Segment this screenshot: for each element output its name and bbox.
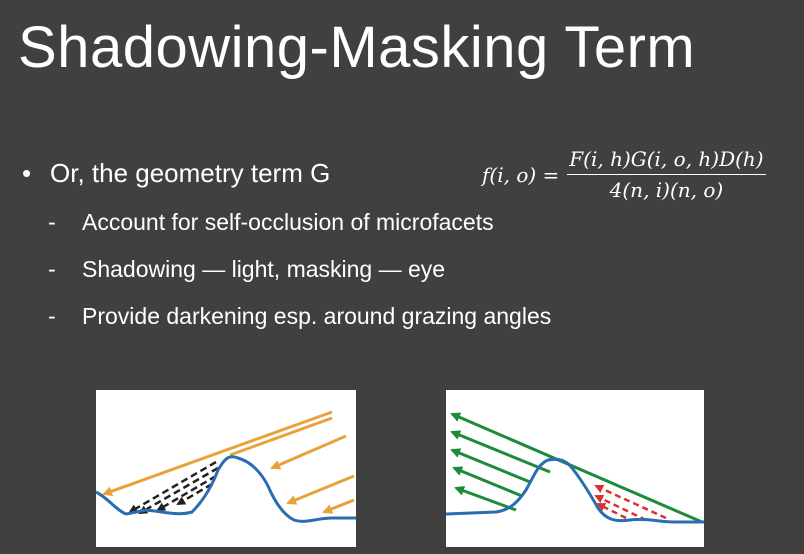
formula-denominator: 4(n, i)(n, o): [609, 178, 724, 202]
view-ray: [452, 466, 523, 498]
formula-numerator: F(i, h)G(i, o, h)D(h): [567, 147, 766, 175]
view-ray: [450, 430, 551, 474]
microfacet-surface: [96, 455, 356, 523]
sub-item-shadowing-masking: -Shadowing — light, masking — eye: [48, 256, 445, 283]
sub-item-text: Provide darkening esp. around grazing an…: [82, 303, 552, 329]
light-ray: [286, 474, 355, 505]
microfacet-surface: [446, 457, 704, 524]
shadowed-ray: [128, 460, 217, 514]
sub-marker: -: [48, 209, 56, 235]
brdf-formula: f(i, o) = F(i, h)G(i, o, h)D(h) 4(n, i)(…: [482, 147, 766, 202]
bullet-text: Or, the geometry term G: [50, 158, 331, 188]
sub-item-text: Account for self-occlusion of microfacet…: [82, 209, 494, 235]
view-ray: [454, 486, 517, 512]
formula-fraction: F(i, h)G(i, o, h)D(h) 4(n, i)(n, o): [567, 147, 766, 202]
shadowed-ray: [156, 474, 217, 512]
light-ray: [229, 416, 333, 457]
masking-diagram-svg: [446, 412, 704, 524]
slide-title: Shadowing-Masking Term: [18, 15, 696, 80]
sub-marker: -: [48, 256, 56, 282]
sub-item-text: Shadowing — light, masking — eye: [82, 256, 446, 282]
view-ray: [450, 448, 531, 484]
sub-item-self-occlusion: -Account for self-occlusion of microface…: [48, 209, 494, 236]
shadowed-ray: [176, 482, 213, 506]
shadowing-diagram: [96, 390, 356, 547]
light-ray: [270, 434, 347, 470]
bullet-geometry-term: • Or, the geometry term G: [22, 158, 330, 189]
masked-ray: [596, 502, 627, 520]
bullet-marker: •: [22, 158, 32, 188]
masked-ray: [594, 484, 667, 520]
light-ray: [102, 410, 333, 496]
shadowed-ray: [138, 466, 219, 515]
formula-lhs: f(i, o) =: [482, 162, 560, 187]
view-ray: [450, 412, 703, 524]
light-ray: [322, 498, 355, 514]
shadowing-diagram-svg: [96, 410, 356, 523]
masking-diagram: [446, 390, 704, 547]
sub-marker: -: [48, 303, 56, 329]
sub-item-darkening: -Provide darkening esp. around grazing a…: [48, 303, 551, 330]
